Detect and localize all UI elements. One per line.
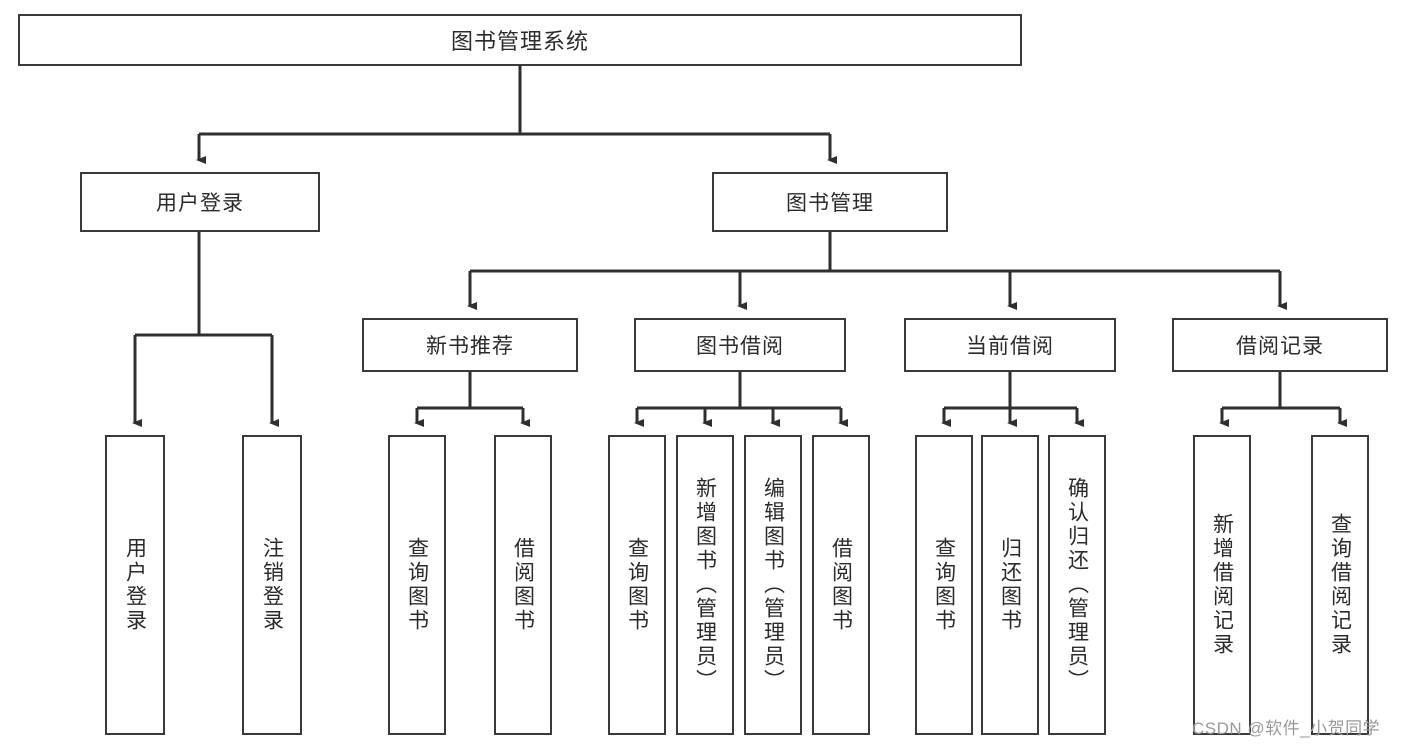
leaf-borrow-borrow-book[interactable]: 借阅图书 (812, 435, 870, 735)
watermark-text: CSDN @软件_小贺同学 (1192, 719, 1381, 738)
node-new-book-recommend[interactable]: 新书推荐 (362, 318, 578, 372)
leaf-user-login-signin[interactable]: 用户登录 (105, 435, 165, 735)
node-label: 注销登录 (260, 537, 284, 633)
leaf-borrow-add-book-admin[interactable]: 新增图书（管理员） (676, 435, 734, 735)
node-label: 用户登录 (156, 192, 244, 215)
node-label: 借阅图书 (511, 537, 535, 633)
leaf-current-confirm-return-admin[interactable]: 确认归还（管理员） (1048, 435, 1106, 735)
leaf-recommend-query-book[interactable]: 查询图书 (388, 435, 446, 735)
node-label: 借阅记录 (1236, 335, 1324, 358)
node-label: 查询图书 (932, 537, 956, 633)
leaf-borrow-query-book[interactable]: 查询图书 (608, 435, 666, 735)
node-current-borrow[interactable]: 当前借阅 (904, 318, 1116, 372)
leaf-borrow-edit-book-admin[interactable]: 编辑图书（管理员） (744, 435, 802, 735)
node-label: 当前借阅 (966, 335, 1054, 358)
leaf-current-return-book[interactable]: 归还图书 (981, 435, 1039, 735)
node-book-management[interactable]: 图书管理 (712, 172, 948, 232)
leaf-current-query-book[interactable]: 查询图书 (915, 435, 973, 735)
node-label: 新增图书（管理员） (693, 477, 717, 693)
node-label: 图书管理 (786, 192, 874, 215)
node-label: 图书管理系统 (450, 29, 589, 54)
leaf-user-login-signout[interactable]: 注销登录 (242, 435, 302, 735)
node-label: 用户登录 (123, 537, 147, 633)
node-book-borrow[interactable]: 图书借阅 (634, 318, 846, 372)
node-label: 图书借阅 (696, 335, 784, 358)
node-label: 编辑图书（管理员） (761, 477, 785, 693)
node-root-system[interactable]: 图书管理系统 (18, 14, 1022, 66)
leaf-record-query-record[interactable]: 查询借阅记录 (1311, 435, 1369, 735)
node-label: 查询图书 (625, 537, 649, 633)
node-label: 新增借阅记录 (1210, 513, 1234, 657)
node-label: 借阅图书 (829, 537, 853, 633)
node-borrow-record[interactable]: 借阅记录 (1172, 318, 1388, 372)
leaf-record-add-record[interactable]: 新增借阅记录 (1193, 435, 1251, 735)
leaf-recommend-borrow-book[interactable]: 借阅图书 (494, 435, 552, 735)
node-label: 查询借阅记录 (1328, 513, 1352, 657)
node-label: 确认归还（管理员） (1065, 477, 1089, 693)
node-label: 新书推荐 (426, 335, 514, 358)
node-label: 归还图书 (998, 537, 1022, 633)
node-user-login[interactable]: 用户登录 (80, 172, 320, 232)
node-label: 查询图书 (405, 537, 429, 633)
